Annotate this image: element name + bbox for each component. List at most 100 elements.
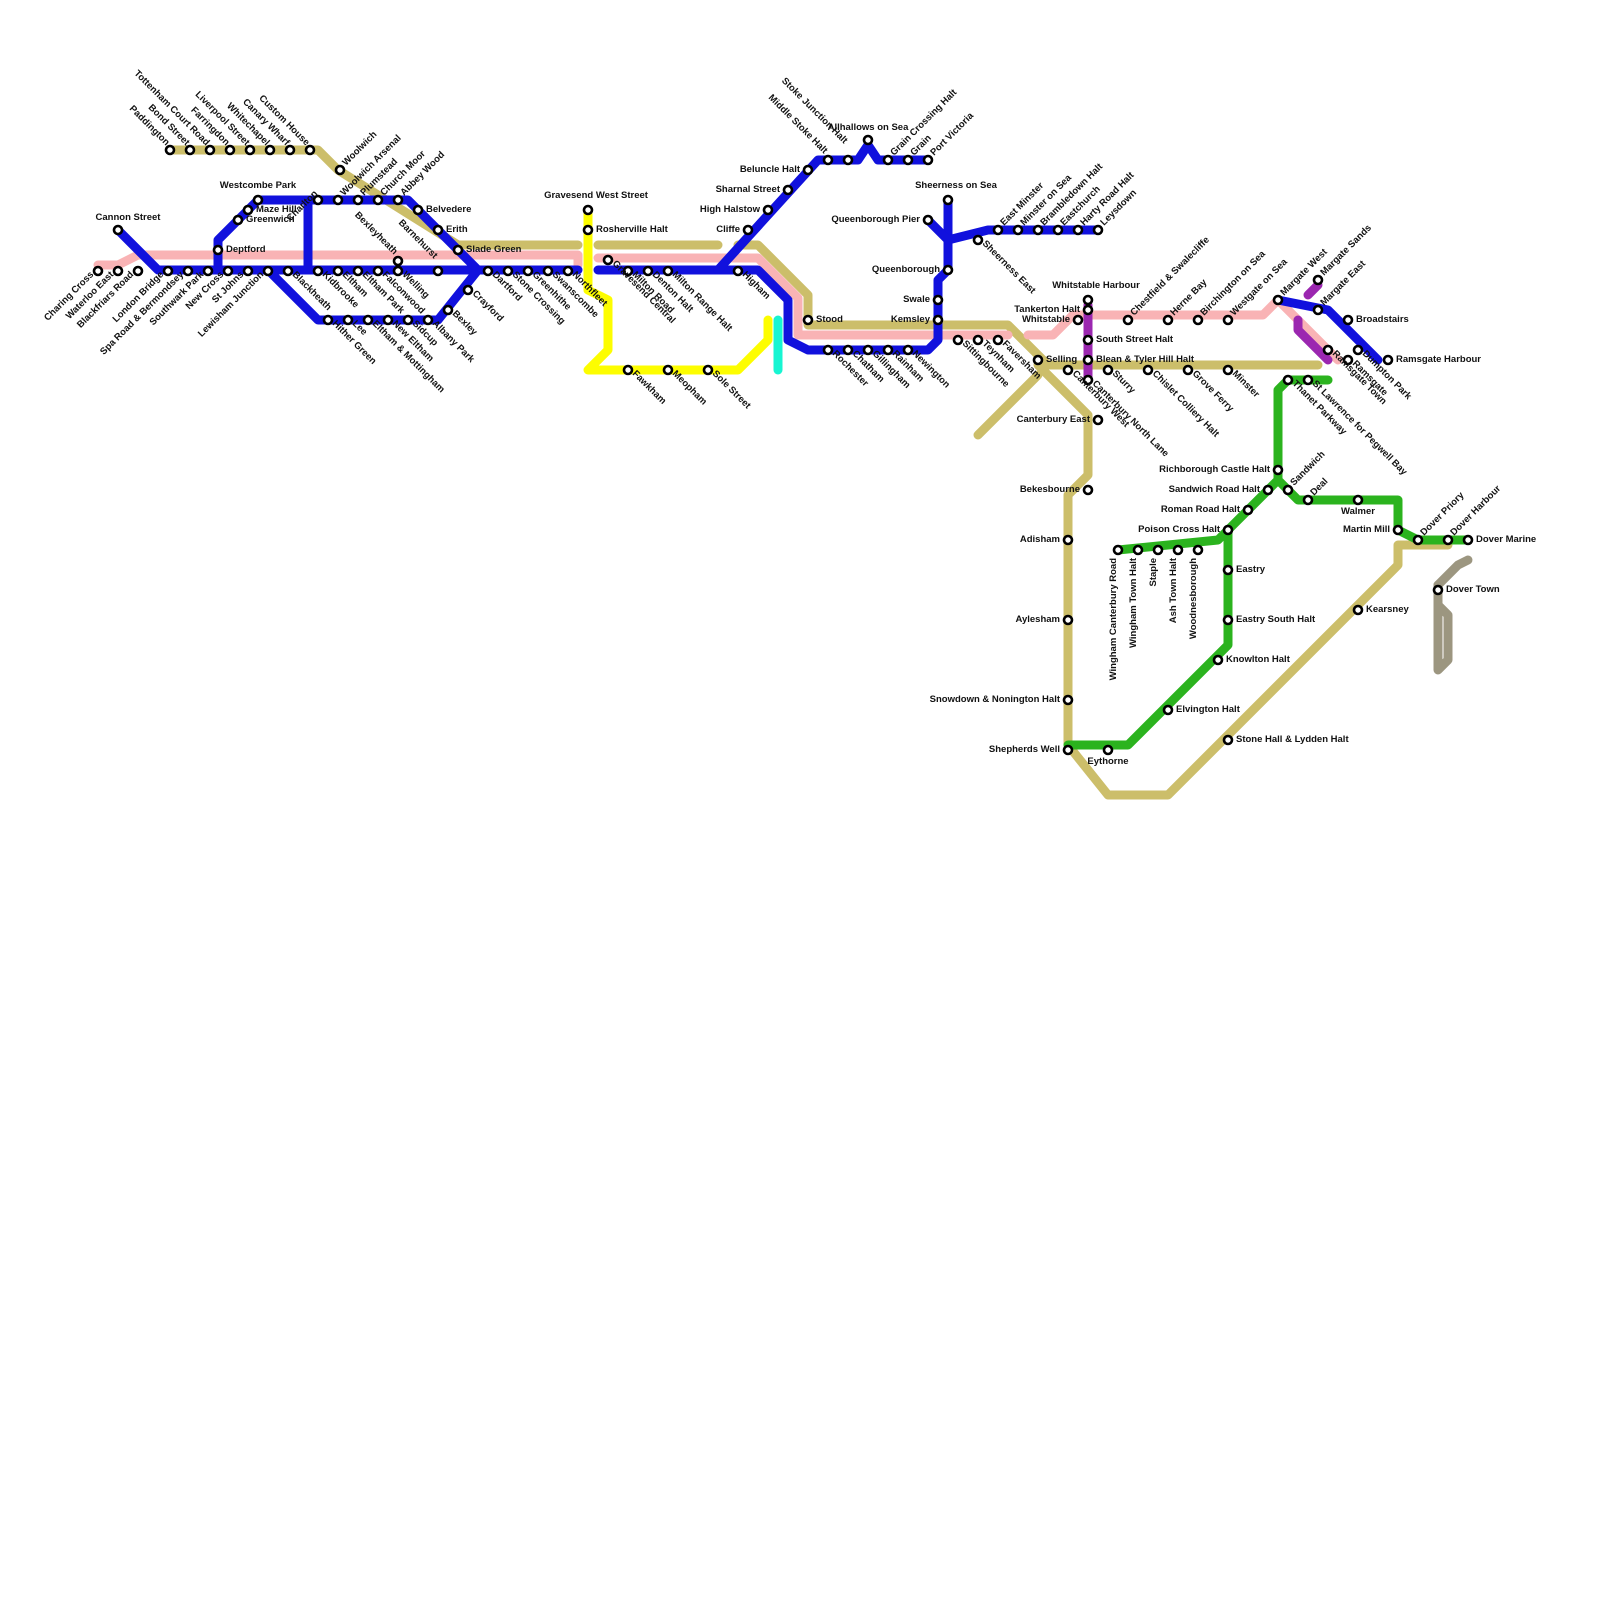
station-marker bbox=[544, 267, 552, 275]
station-marker bbox=[1134, 546, 1142, 554]
station-marker bbox=[354, 267, 362, 275]
station-marker bbox=[1244, 506, 1252, 514]
station-marker bbox=[1184, 366, 1192, 374]
station-marker bbox=[804, 316, 812, 324]
station-marker bbox=[734, 267, 742, 275]
station-label: Elvington Halt bbox=[1176, 704, 1241, 715]
station-label: Wingham Town Halt bbox=[1128, 557, 1139, 648]
station-marker bbox=[1324, 346, 1332, 354]
station-marker bbox=[394, 267, 402, 275]
station-marker bbox=[824, 156, 832, 164]
station-marker bbox=[1284, 376, 1292, 384]
station-marker bbox=[134, 267, 142, 275]
station-label: Dover Town bbox=[1446, 584, 1500, 595]
station-label: Crayford bbox=[470, 288, 506, 324]
station-marker bbox=[444, 306, 452, 314]
station-label: Shepherds Well bbox=[989, 744, 1060, 755]
station-label: Dover Marine bbox=[1476, 534, 1536, 545]
station-marker bbox=[1344, 316, 1352, 324]
station-label: St Lawrence for Pegwell Bay bbox=[1310, 378, 1410, 478]
station-label: Sole Street bbox=[710, 368, 753, 411]
station-marker bbox=[264, 267, 272, 275]
station-label: High Halstow bbox=[700, 204, 761, 215]
station-marker bbox=[1464, 536, 1472, 544]
station-marker bbox=[904, 156, 912, 164]
station-label: Queenborough Pier bbox=[831, 214, 920, 225]
station-marker bbox=[744, 226, 752, 234]
station-label: Gravesend West Street bbox=[544, 190, 649, 201]
station-label: Sandwich Road Halt bbox=[1169, 484, 1261, 495]
station-marker bbox=[214, 246, 222, 254]
station-marker bbox=[1164, 706, 1172, 714]
station-marker bbox=[934, 316, 942, 324]
station-marker bbox=[1224, 526, 1232, 534]
station-marker bbox=[244, 267, 252, 275]
station-marker bbox=[266, 146, 274, 154]
station-marker bbox=[584, 226, 592, 234]
station-label: Selling bbox=[1046, 354, 1077, 365]
station-marker bbox=[254, 196, 262, 204]
station-marker bbox=[1174, 546, 1182, 554]
station-label: Belvedere bbox=[426, 204, 471, 215]
station-marker bbox=[334, 196, 342, 204]
station-marker bbox=[584, 206, 592, 214]
station-marker bbox=[314, 267, 322, 275]
station-label: Aylesham bbox=[1015, 614, 1060, 625]
station-marker bbox=[1154, 546, 1162, 554]
station-marker bbox=[94, 267, 102, 275]
station-marker bbox=[1354, 496, 1362, 504]
station-marker bbox=[1094, 416, 1102, 424]
station-marker bbox=[994, 336, 1002, 344]
station-label: Sturry bbox=[1110, 368, 1138, 396]
station-marker bbox=[336, 166, 344, 174]
station-marker bbox=[1354, 346, 1362, 354]
station-marker bbox=[1064, 746, 1072, 754]
station-labels: Charing CrossWaterloo EastBlackfriars Ro… bbox=[42, 68, 1536, 767]
station-label: Eythorne bbox=[1087, 756, 1128, 767]
station-marker bbox=[1124, 316, 1132, 324]
station-label: Westcombe Park bbox=[220, 180, 297, 191]
station-label: Ash Town Halt bbox=[1168, 557, 1179, 623]
station-marker bbox=[484, 267, 492, 275]
station-marker bbox=[1064, 366, 1072, 374]
station-marker bbox=[1084, 296, 1092, 304]
station-marker bbox=[974, 236, 982, 244]
station-marker bbox=[844, 346, 852, 354]
station-marker bbox=[186, 146, 194, 154]
station-label: Broadstairs bbox=[1356, 314, 1409, 325]
station-marker bbox=[354, 196, 362, 204]
station-marker bbox=[1354, 606, 1362, 614]
station-marker bbox=[764, 206, 772, 214]
station-label: Stone Hall & Lydden Halt bbox=[1236, 734, 1349, 745]
station-marker bbox=[1224, 366, 1232, 374]
route-line-purple bbox=[1308, 285, 1318, 295]
station-marker bbox=[1074, 226, 1082, 234]
station-label: Sharnal Street bbox=[716, 184, 781, 195]
station-marker bbox=[604, 256, 612, 264]
station-marker bbox=[374, 267, 382, 275]
station-marker bbox=[1054, 226, 1062, 234]
station-marker bbox=[934, 296, 942, 304]
station-marker bbox=[204, 267, 212, 275]
station-marker bbox=[184, 267, 192, 275]
station-label: Staple bbox=[1148, 558, 1159, 587]
station-marker bbox=[944, 196, 952, 204]
station-marker bbox=[206, 146, 214, 154]
station-marker bbox=[944, 266, 952, 274]
station-marker bbox=[1224, 616, 1232, 624]
station-marker bbox=[404, 316, 412, 324]
station-label: Rosherville Halt bbox=[596, 224, 669, 235]
station-label: Martin Mill bbox=[1343, 524, 1390, 535]
station-marker bbox=[226, 146, 234, 154]
station-marker bbox=[824, 346, 832, 354]
station-marker bbox=[1194, 546, 1202, 554]
station-marker bbox=[904, 346, 912, 354]
route-line-pink bbox=[98, 255, 578, 265]
station-label: Poison Cross Halt bbox=[1138, 524, 1221, 535]
station-label: Eastry South Halt bbox=[1236, 614, 1316, 625]
station-marker bbox=[624, 366, 632, 374]
station-marker bbox=[1274, 296, 1282, 304]
station-marker bbox=[1314, 306, 1322, 314]
station-marker bbox=[374, 196, 382, 204]
station-label: Swale bbox=[903, 294, 930, 305]
